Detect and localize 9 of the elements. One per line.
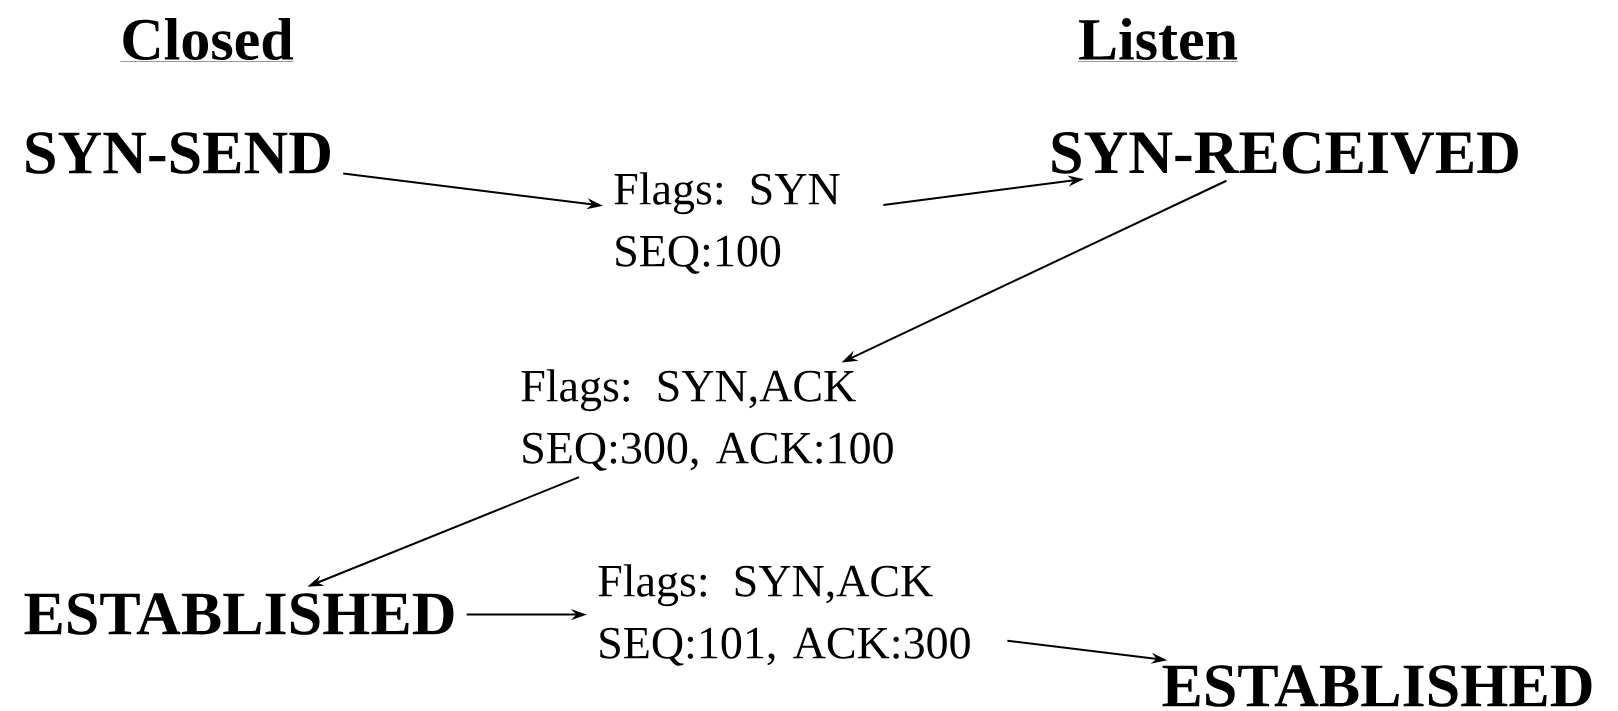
column-heading: Listen bbox=[1077, 17, 1239, 62]
column-heading: Closed bbox=[120, 17, 294, 62]
state-label: SYN-SEND bbox=[26, 132, 330, 174]
state-label: ESTABLISHED bbox=[1162, 665, 1592, 707]
packet-label: Flags: SYN,ACK SEQ:300, ACK:100 bbox=[521, 369, 893, 471]
state-label: ESTABLISHED bbox=[24, 593, 454, 635]
packet-label: Flags: SYN,ACK SEQ:101, ACK:300 bbox=[598, 564, 970, 666]
packet-label: Flags: SYN SEQ:100 bbox=[614, 172, 840, 274]
state-label: SYN-RECEIVED bbox=[1052, 132, 1518, 174]
